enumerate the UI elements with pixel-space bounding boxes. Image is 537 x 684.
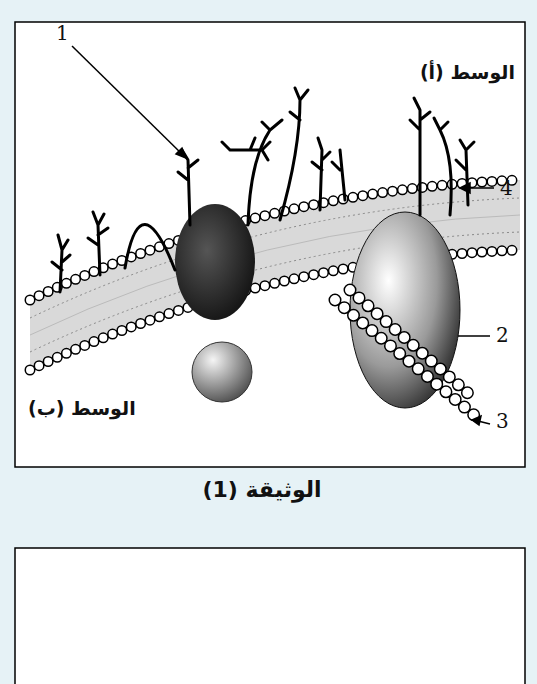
protein: [192, 342, 252, 402]
medium-label: الوسط (أ): [420, 62, 515, 83]
medium-label: الوسط (ب): [28, 398, 136, 419]
protein: [175, 204, 255, 320]
callout-number: 1: [56, 22, 69, 44]
caption: الوثيقة (1): [202, 478, 321, 502]
leader-line: [72, 46, 494, 425]
frame: [15, 548, 525, 684]
callout-number: 4: [500, 177, 513, 199]
callout-number: 2: [496, 324, 509, 346]
callout-number: 3: [496, 410, 509, 432]
bead-chain: [335, 290, 480, 420]
glycan-chain: [52, 88, 474, 292]
frame: [15, 22, 525, 467]
